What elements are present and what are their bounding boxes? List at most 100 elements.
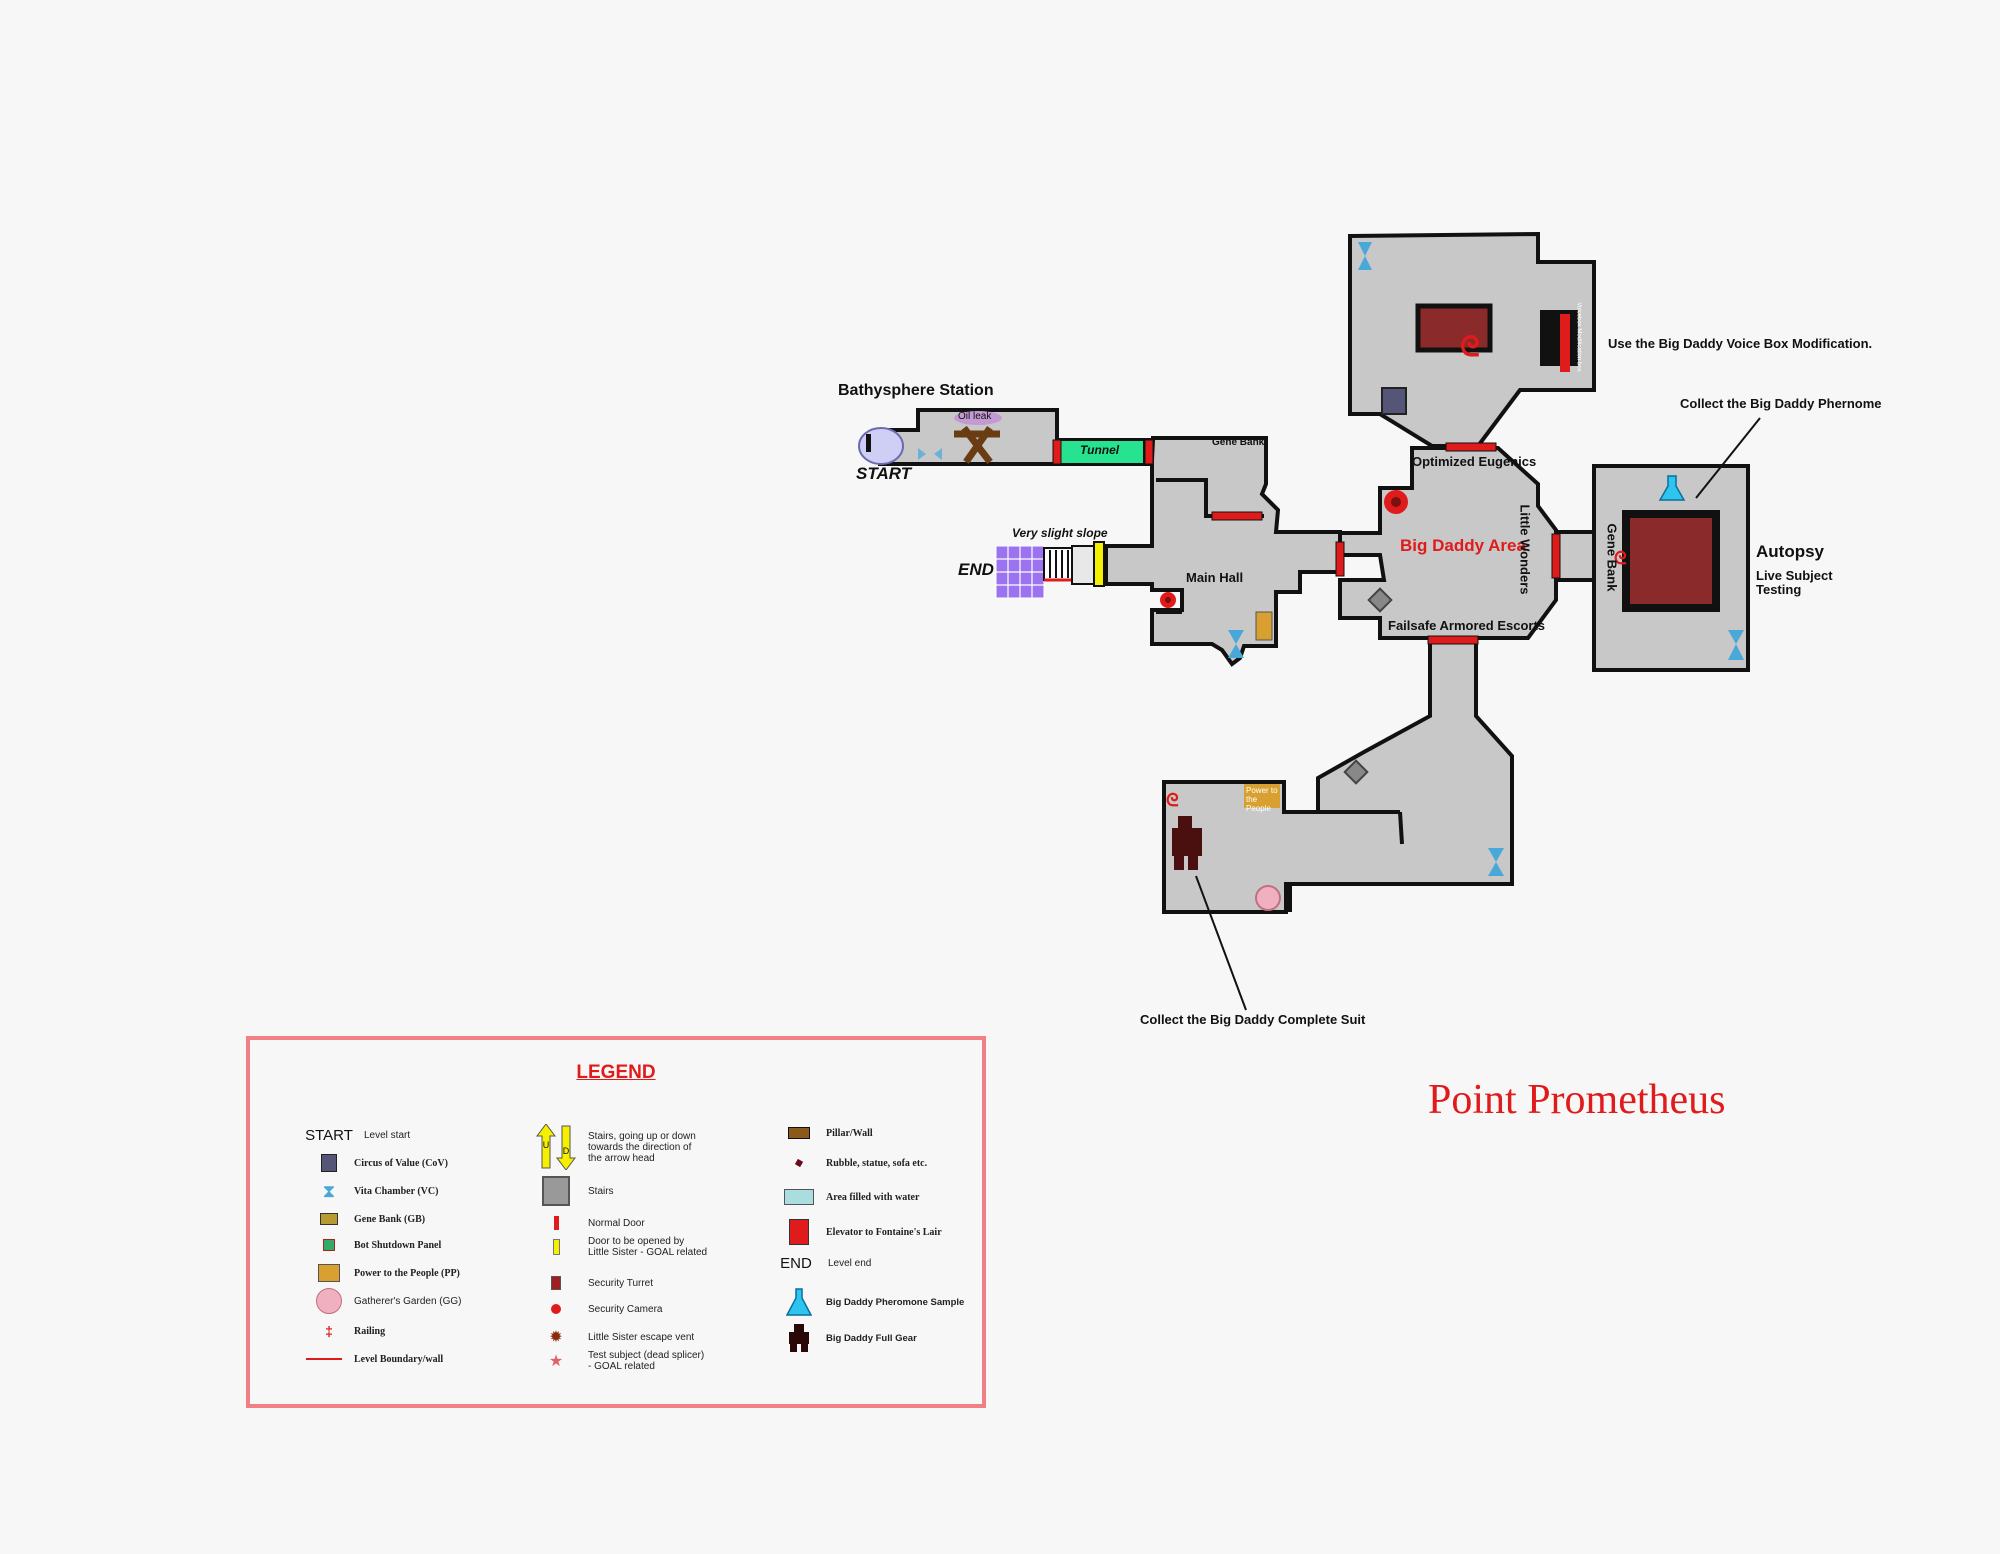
lower-room (1162, 636, 1514, 914)
legend-item: Circus of Value (CoV) (316, 1152, 448, 1174)
bathysphere-icon (858, 427, 904, 465)
legend-item: Gatherer's Garden (GG) (316, 1288, 462, 1314)
vita-chamber-icon (1228, 630, 1244, 658)
gene-bank-label: Gene Bank (1212, 437, 1265, 448)
stairs-icon (536, 1176, 576, 1206)
big-daddy-gear-icon (784, 1324, 814, 1352)
failsafe-label: Failsafe Armored Escorts (1388, 618, 1546, 633)
vita-chamber-icon (1728, 630, 1744, 660)
rubble-pillar-icon (954, 425, 1000, 465)
legend-item: ★ Test subject (dead splicer) - GOAL rel… (536, 1350, 708, 1372)
legend-item: END Level end (776, 1252, 871, 1274)
live-subject-label: Live Subject (1756, 568, 1833, 583)
main-hall-label: Main Hall (1186, 570, 1244, 585)
map-title: Point Prometheus (1428, 1077, 1726, 1123)
normal-door-icon (536, 1212, 576, 1234)
door-tunnel-west (1052, 439, 1062, 465)
little-wonders-label: Little Wonders (1517, 504, 1533, 595)
legend-item: ✹ Little Sister escape vent (536, 1326, 694, 1348)
legend-item: Door to be opened by Little Sister - GOA… (536, 1236, 708, 1258)
legend-item: ⧗ Vita Chamber (VC) (316, 1180, 439, 1202)
slope-label: Very slight slope (1012, 526, 1108, 540)
security-camera-icon (536, 1298, 576, 1320)
railing-icon: ‡ (325, 1323, 333, 1339)
legend-item: Big Daddy Full Gear (784, 1324, 917, 1352)
voicebox-note: Use the Big Daddy Voice Box Modification… (1608, 336, 1873, 351)
callout-lines (1195, 417, 1761, 1011)
legend-item: Normal Door (536, 1212, 645, 1234)
legend-item: Pillar/Wall (784, 1122, 873, 1144)
legend: LEGEND START Level start Circus of Value… (246, 1036, 986, 1408)
tunnel (1059, 439, 1145, 465)
vita-chamber-icon: ⧗ (322, 1180, 336, 1201)
legend-item: Stairs (536, 1176, 614, 1206)
svg-text:U: U (543, 1140, 550, 1150)
voicebox-sign (1540, 310, 1578, 366)
little-sister-door-icon (536, 1236, 576, 1258)
security-camera-icon: ᘓ (1166, 790, 1179, 810)
legend-item: Security Camera (536, 1298, 662, 1320)
gene-bank-vertical-label: Gene Bank (1604, 523, 1620, 592)
bow-icon (918, 448, 926, 460)
elevator-autopsy (1622, 510, 1720, 612)
pheromone-note: Collect the Big Daddy Phernome (1680, 396, 1882, 411)
pheromone-flask-icon (1658, 475, 1686, 501)
circus-of-value-icon (316, 1152, 342, 1174)
autopsy-connector (1554, 530, 1598, 582)
gatherers-garden-icon (316, 1288, 342, 1314)
gatherers-garden-icon (1255, 885, 1281, 911)
bathysphere-hatch (866, 434, 871, 452)
start-text: START (305, 1126, 353, 1144)
start-label: START (856, 464, 912, 483)
door-little-wonders (1551, 533, 1561, 579)
optimized-eugenics-label: Optimized Eugenics (1412, 454, 1537, 469)
testing-label: Testing (1756, 582, 1802, 597)
water-area-icon (784, 1186, 814, 1208)
doors (1052, 439, 1561, 645)
legend-item: START Level start (305, 1124, 410, 1146)
stairs-arrow-icon: U D (536, 1124, 576, 1170)
rubble-icon (1343, 759, 1369, 785)
bathysphere-station-label: Bathysphere Station (838, 382, 994, 399)
legend-title: LEGEND (576, 1062, 656, 1083)
end-label: END (958, 560, 994, 579)
legend-item: U D Stairs, going up or down towards the… (536, 1124, 708, 1170)
test-subject-icon: ★ (548, 1353, 564, 1370)
legend-item: Gene Bank (GB) (316, 1208, 425, 1230)
level-boundary-icon (306, 1348, 342, 1370)
door-eugenics (1445, 442, 1497, 452)
oil-leak-icon (954, 411, 1002, 425)
power-sign-label: Power to the People (1246, 786, 1278, 813)
legend-item: Level Boundary/wall (306, 1348, 443, 1370)
security-turret-icon (536, 1272, 576, 1294)
power-to-the-people-sign (1244, 784, 1280, 808)
bot-shutdown-panel-icon (316, 1234, 342, 1256)
little-sister-door (1093, 541, 1105, 587)
circus-of-value-icon (1381, 387, 1407, 415)
autopsy-label: Autopsy (1756, 542, 1824, 561)
pheromone-flask-icon (784, 1288, 814, 1316)
security-camera-icon: ᘓ (1614, 548, 1627, 568)
end-text: END (780, 1254, 812, 1272)
pillar-icon (784, 1122, 814, 1144)
legend-item: Area filled with water (784, 1186, 919, 1208)
legend-item: Rubble, statue, sofa etc. (784, 1152, 927, 1174)
rubble-icon (1367, 587, 1393, 613)
legend-item: Big Daddy Pheromone Sample (784, 1288, 964, 1316)
elevator-top (1415, 303, 1493, 353)
rubble-icon (784, 1152, 814, 1174)
legend-item: Security Turret (536, 1272, 653, 1294)
door-failsafe (1427, 635, 1479, 645)
door-tunnel-east (1144, 439, 1154, 465)
escape-vent-icon (1384, 490, 1408, 514)
escape-vent-icon (1160, 592, 1176, 608)
legend-item: Power to the People (PP) (316, 1262, 460, 1284)
big-daddy-gear-icon (1172, 816, 1202, 870)
legend-item: Bot Shutdown Panel (316, 1234, 441, 1256)
security-camera-icon: ᘓ (1460, 331, 1480, 362)
door-gene-bank (1211, 511, 1263, 521)
door-main-hall (1335, 541, 1345, 577)
voicebox-sign-label: Voicebox Modification box (1575, 302, 1582, 372)
escape-vent-icon: ✹ (549, 1329, 563, 1346)
